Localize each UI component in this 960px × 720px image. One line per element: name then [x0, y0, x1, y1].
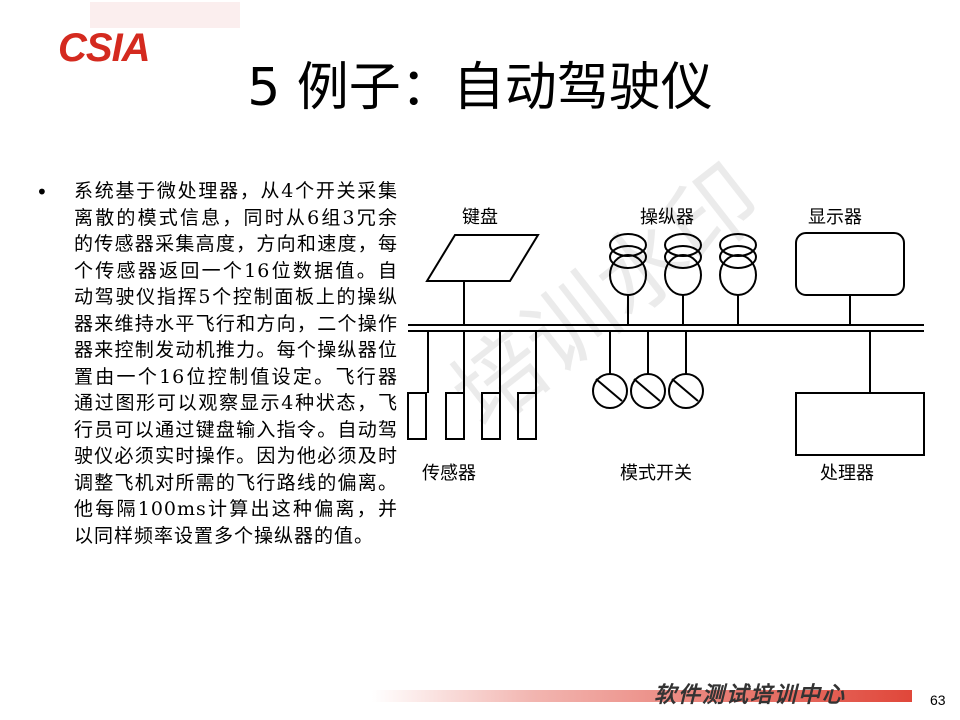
csia-logo: CSIA	[22, 14, 151, 74]
keyboard-shape	[425, 234, 540, 325]
logo-text: CSIA	[58, 26, 151, 70]
display-shape	[795, 232, 905, 325]
label-mode-switches: 模式开关	[620, 463, 692, 484]
processor-shape	[795, 331, 925, 456]
label-actuators: 操纵器	[640, 207, 694, 228]
bullet-marker: •	[36, 180, 48, 204]
actuator-coils	[609, 233, 757, 325]
mode-switches	[592, 331, 704, 409]
footer-bar	[372, 690, 912, 702]
sensor-bars	[407, 331, 537, 440]
slide-title: 5 例子：自动驾驶仪	[247, 58, 713, 118]
label-sensors: 传感器	[422, 463, 476, 484]
autopilot-diagram: 键盘 操纵器 显示器 传感器 模式开关 处理器	[407, 207, 925, 484]
logo-highlight	[90, 2, 240, 28]
label-display: 显示器	[808, 207, 862, 228]
slide-body-text: 系统基于微处理器，从4个开关采集离散的模式信息，同时从6组3冗余的传感器采集高度…	[74, 180, 398, 547]
page-number: 63	[930, 692, 946, 708]
system-bus	[408, 324, 924, 332]
label-processor: 处理器	[820, 463, 874, 484]
label-keyboard: 键盘	[462, 207, 498, 228]
footer-title: 软件测试培训中心	[654, 683, 847, 708]
